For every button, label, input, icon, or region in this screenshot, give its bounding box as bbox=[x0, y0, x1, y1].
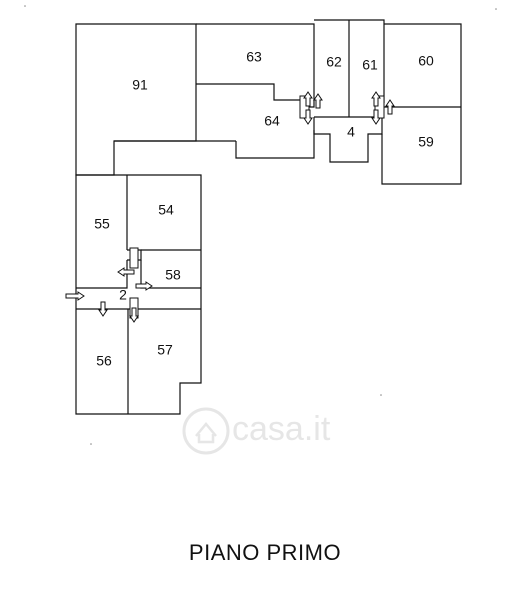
arrow-right-icon bbox=[135, 281, 153, 291]
floor-title: PIANO PRIMO bbox=[188, 540, 342, 565]
watermark: casa.it bbox=[182, 407, 331, 455]
room-label-62: 62 bbox=[326, 54, 342, 70]
room-label-61: 61 bbox=[362, 57, 378, 73]
room-label-55: 55 bbox=[94, 216, 110, 232]
arrow-up-icon bbox=[303, 91, 313, 107]
room-label-58: 58 bbox=[165, 267, 181, 283]
arrow-down-icon bbox=[129, 307, 139, 323]
arrow-up-icon bbox=[313, 93, 323, 109]
room-label-59: 59 bbox=[418, 134, 434, 150]
room-label-64: 64 bbox=[264, 113, 280, 129]
house-icon bbox=[182, 407, 230, 455]
room-label-57: 57 bbox=[157, 342, 173, 358]
arrow-down-icon bbox=[98, 301, 108, 317]
arrow-right-icon bbox=[65, 291, 85, 301]
room-label-2: 2 bbox=[119, 287, 127, 303]
room-label-63: 63 bbox=[246, 49, 262, 65]
room-label-54: 54 bbox=[158, 202, 174, 218]
room-label-91: 91 bbox=[132, 77, 148, 93]
arrow-down-icon bbox=[303, 109, 313, 125]
arrow-up-icon bbox=[371, 91, 381, 107]
arrows bbox=[65, 91, 395, 323]
room-label-60: 60 bbox=[418, 53, 434, 69]
room-labels: 91 63 64 62 61 60 59 4 55 54 58 2 56 57 bbox=[94, 49, 434, 369]
scan-specks bbox=[24, 5, 497, 445]
arrow-up-icon bbox=[385, 99, 395, 115]
room-label-56: 56 bbox=[96, 353, 112, 369]
room-label-4: 4 bbox=[347, 124, 355, 140]
watermark-text: casa.it bbox=[232, 410, 331, 448]
arrow-left-icon bbox=[117, 267, 135, 277]
arrow-down-icon bbox=[371, 109, 381, 125]
